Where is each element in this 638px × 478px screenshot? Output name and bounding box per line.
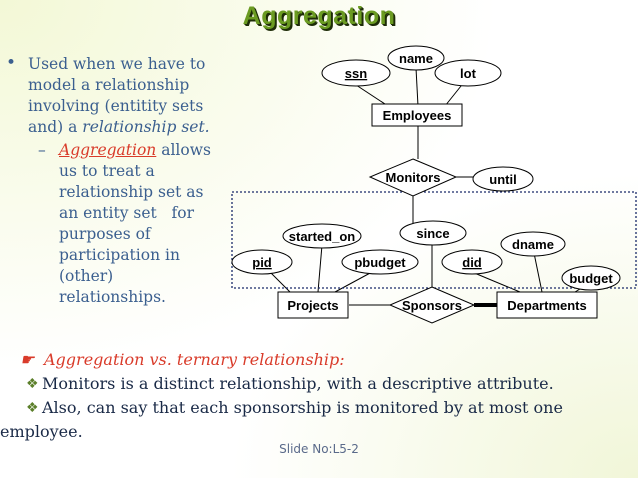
point-1-text: Monitors is a distinct relationship, wit…: [42, 374, 554, 393]
edge-startedon-projects: [317, 244, 323, 293]
slide-title: Aggregation: [242, 2, 396, 30]
attr-ssn-ellipse: [321, 59, 391, 87]
bullet-line-4-prefix: and) a: [28, 118, 83, 136]
edge-name-employees: [415, 67, 419, 107]
edge-did-departments: [471, 271, 521, 293]
attr-until-ellipse: [472, 166, 534, 192]
bullet-line-1: Used when we have to: [28, 55, 206, 73]
point-2-continuation: employee.: [0, 422, 83, 441]
attr-ssn-label: ssn: [345, 66, 367, 81]
slide-number: Slide No:L5-2: [279, 442, 359, 456]
rel-monitors-label: Monitors: [386, 170, 441, 185]
attr-did-label: did: [462, 255, 482, 270]
attr-lot-label: lot: [460, 66, 477, 81]
attr-pbudget-label: pbudget: [354, 255, 406, 270]
entity-employees-label: Employees: [383, 108, 452, 123]
attr-did-ellipse: [441, 249, 503, 275]
attr-until-label: until: [489, 172, 516, 187]
attr-pid-ellipse: [231, 249, 293, 275]
entity-projects-box: [277, 291, 349, 319]
bullet-dot-icon: •: [6, 53, 17, 73]
attr-since-ellipse: [399, 220, 467, 246]
bullet-line-2: model a relationship: [28, 76, 190, 94]
diagram-relationships: [368, 158, 476, 324]
sub-line-8: relationships.: [59, 288, 166, 306]
attr-dname-label: dname: [512, 237, 554, 252]
point-1: ❖ Monitors is a distinct relationship, w…: [20, 372, 630, 396]
aggregation-term: Aggregation: [59, 141, 157, 159]
bullet-main: • Used when we have to model a relations…: [6, 53, 231, 138]
sub-line-3: relationship set as: [59, 183, 204, 201]
pointing-hand-icon: ☛: [20, 350, 35, 369]
entity-departments-label: Departments: [507, 298, 586, 313]
attr-pbudget-ellipse: [341, 249, 419, 275]
point-2-text: Also, can say that each sponsorship is m…: [42, 398, 563, 417]
attr-budget-label: budget: [569, 271, 613, 286]
sub-line-4: an entity set for: [59, 204, 195, 222]
attr-since-label: since: [416, 226, 449, 241]
diagram-entities: [277, 103, 598, 319]
ternary-text: Aggregation vs. ternary relationship:: [44, 350, 345, 369]
sub-line-6: participation in: [59, 246, 180, 264]
bullet-line-4-italic: relationship set.: [82, 118, 210, 136]
sub-dash: –: [38, 141, 46, 159]
entity-departments-box: [496, 291, 598, 319]
attr-lot-ellipse: [434, 59, 502, 87]
diagram-attributes: [231, 45, 621, 291]
attr-budget-ellipse: [561, 265, 621, 291]
attr-pid-label: pid: [252, 255, 272, 270]
sub-line-1-rest: allows: [156, 141, 211, 159]
bullet-sub: – Aggregation allows us to treat a relat…: [6, 140, 231, 308]
bullet-line-3: involving (entitity sets: [28, 97, 204, 115]
attr-name-label: name: [399, 51, 433, 66]
sub-line-2: us to treat a: [59, 162, 155, 180]
attr-startedon-label: started_on: [289, 229, 356, 244]
rel-sponsors-label: Sponsors: [402, 298, 462, 313]
point-2: ❖ Also, can say that each sponsorship is…: [20, 396, 630, 420]
rel-sponsors-diamond: [388, 286, 476, 324]
ternary-line: ☛ Aggregation vs. ternary relationship:: [20, 348, 630, 372]
bottom-notes: ☛ Aggregation vs. ternary relationship: …: [0, 348, 630, 444]
left-bullets: • Used when we have to model a relations…: [6, 53, 231, 308]
attr-startedon-ellipse: [282, 223, 362, 249]
attr-name-ellipse: [387, 45, 445, 71]
diamond-bullet-icon: ❖: [26, 376, 39, 392]
edge-pbudget-projects: [334, 271, 373, 293]
sub-line-5: purposes of: [59, 225, 151, 243]
edge-pid-projects: [269, 271, 291, 293]
edge-dname-departments: [533, 252, 543, 293]
attr-dname-ellipse: [500, 231, 566, 257]
entity-projects-label: Projects: [287, 298, 338, 313]
diamond-bullet-icon: ❖: [26, 400, 39, 416]
rel-monitors-diamond: [368, 158, 458, 197]
entity-employees-box: [371, 103, 463, 127]
sub-line-7: (other): [59, 267, 114, 285]
